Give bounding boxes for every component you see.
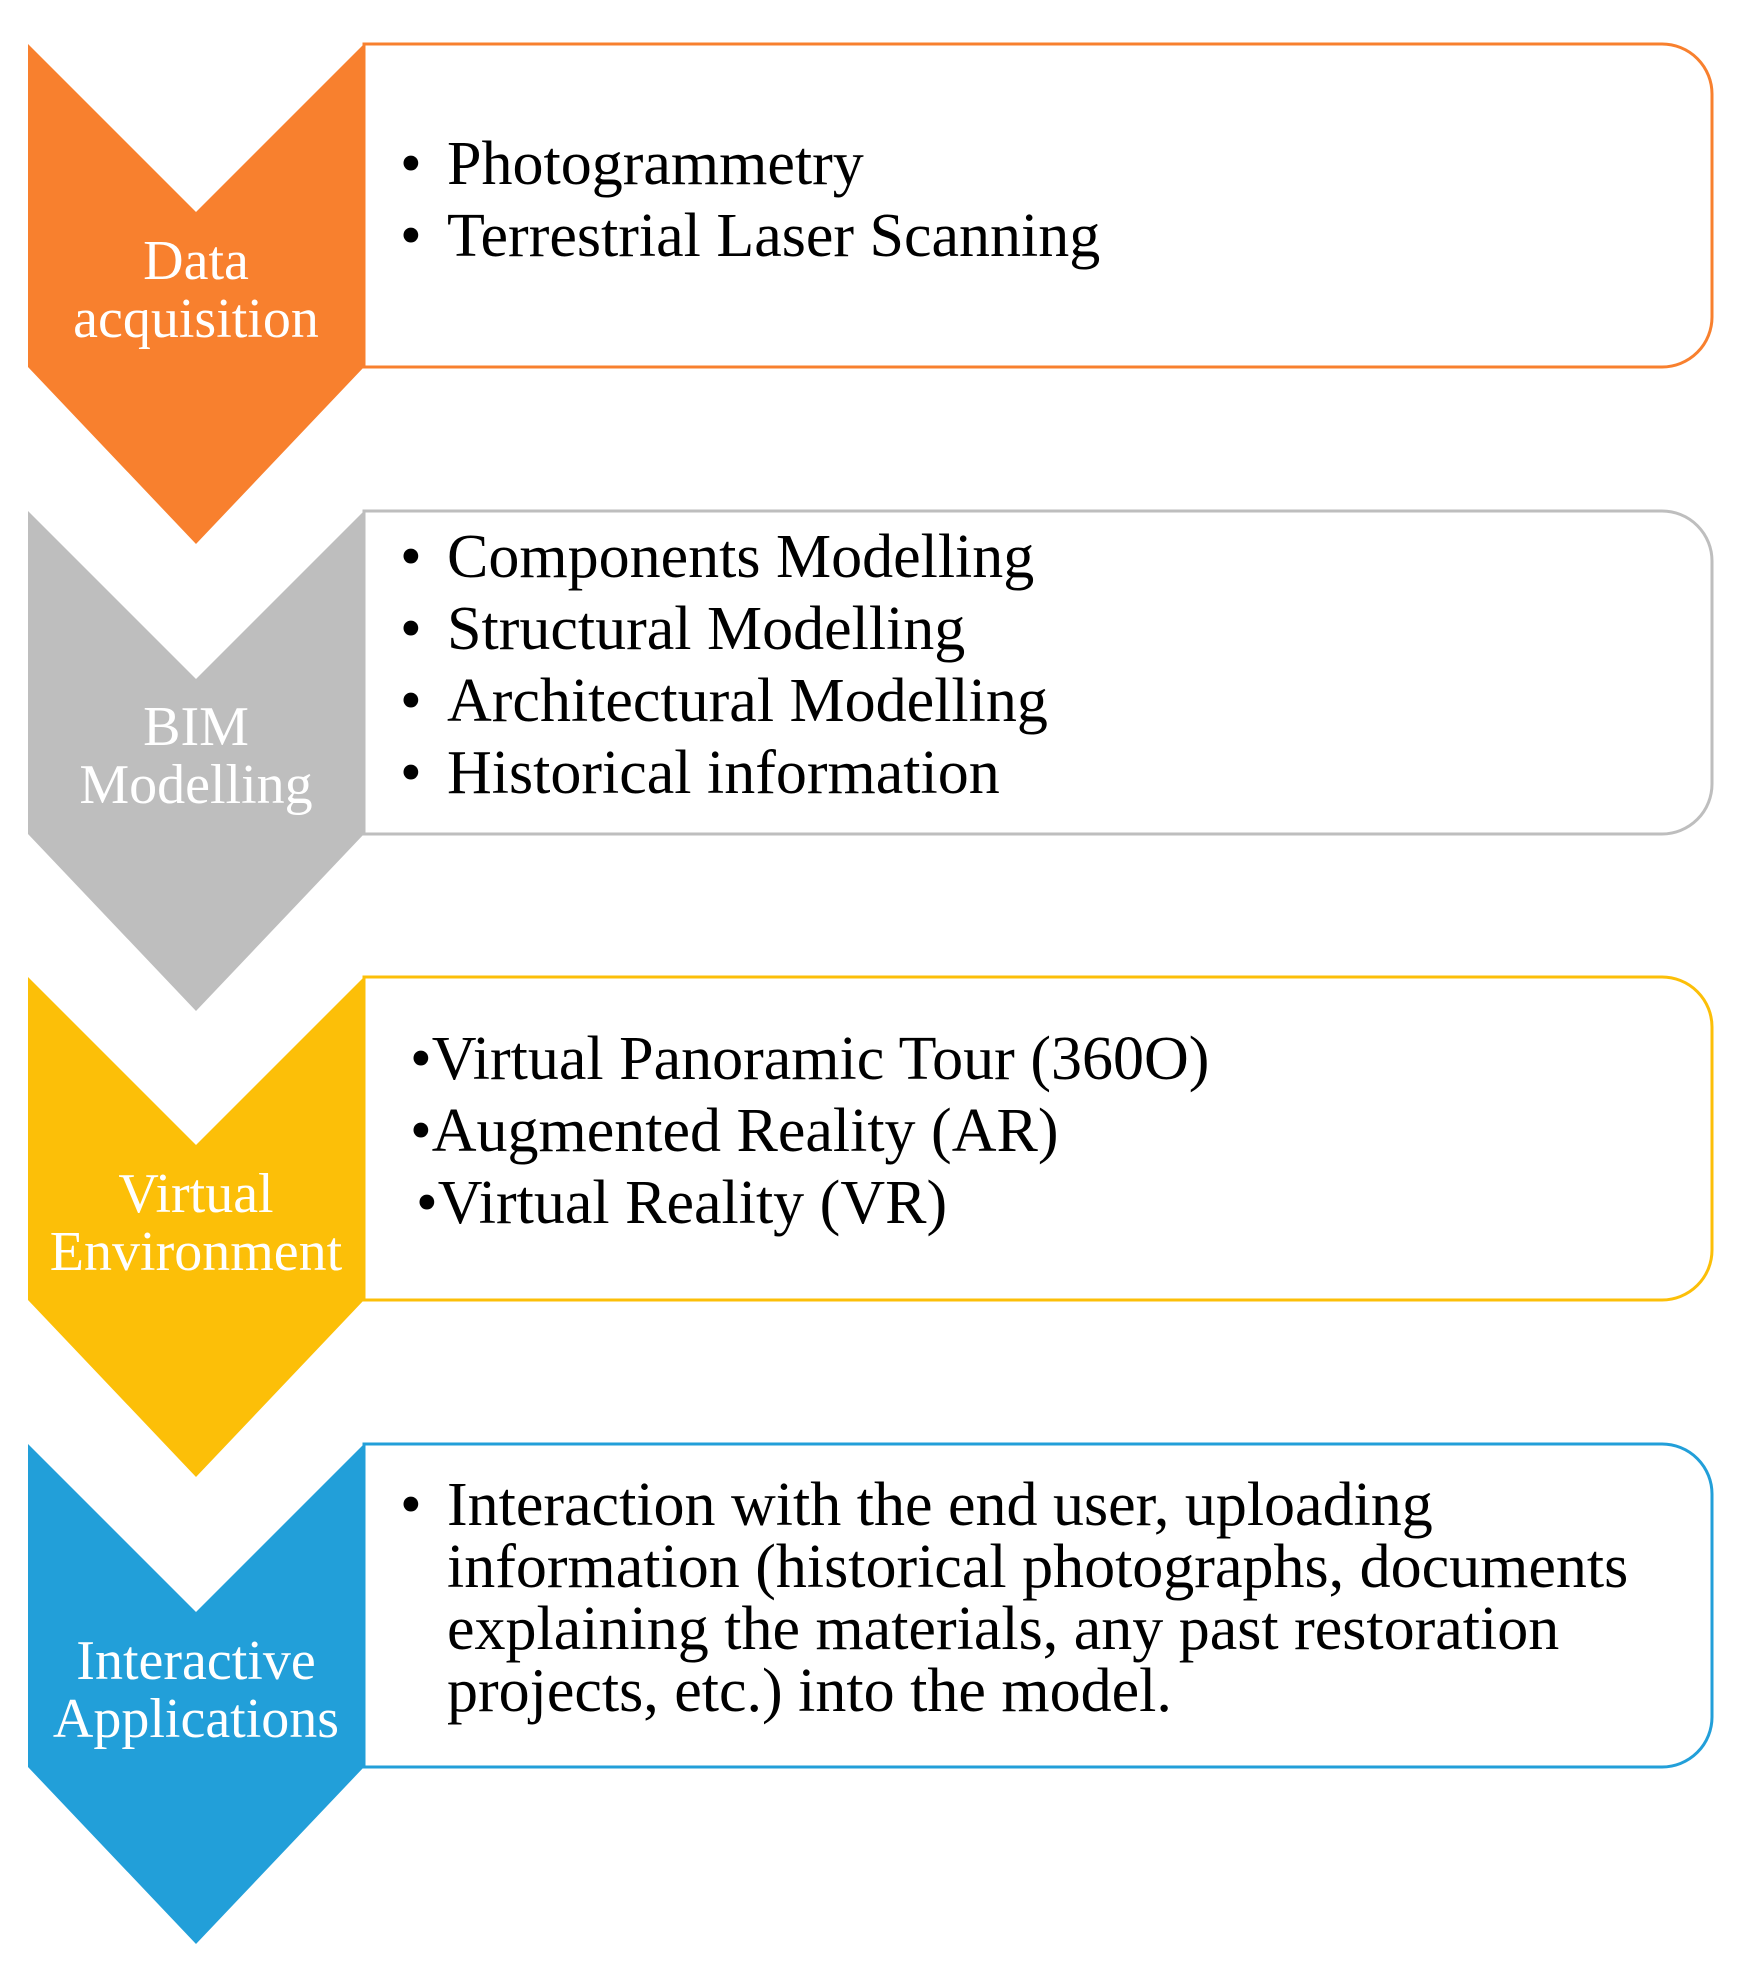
list-item: •Virtual Panoramic Tour (360O) bbox=[410, 1025, 1210, 1093]
stage-4-content-box bbox=[362, 1442, 1714, 1769]
stage-4-label: Interactive Applications bbox=[28, 1632, 364, 1748]
stage-4-label-line-1: Interactive bbox=[76, 1630, 316, 1692]
bullet-icon: • bbox=[400, 739, 422, 807]
stage-1-label-line-1: Data bbox=[143, 230, 249, 292]
bullet-icon: • bbox=[400, 1471, 422, 1539]
stage-2-label-line-1: BIM bbox=[143, 696, 249, 758]
list-item: •Terrestrial Laser Scanning bbox=[400, 202, 1101, 270]
stage-1-label: Data acquisition bbox=[28, 232, 364, 348]
stage-1-list: •Photogrammetry •Terrestrial Laser Scann… bbox=[400, 128, 1100, 272]
stage-3-label: Virtual Environment bbox=[28, 1165, 364, 1281]
bullet-icon: • bbox=[416, 1169, 438, 1237]
list-item: •Architectural Modelling bbox=[400, 667, 1048, 735]
stage-3-chevron bbox=[28, 977, 364, 1477]
stage-3-list: •Virtual Panoramic Tour (360O) •Augmente… bbox=[410, 1023, 1209, 1239]
list-item: •Structural Modelling bbox=[400, 595, 966, 663]
list-item: •Interaction with the end user, uploadin… bbox=[400, 1471, 1629, 1725]
stage-2-content-box bbox=[362, 509, 1714, 836]
stage-4-list: •Interaction with the end user, uploadin… bbox=[400, 1474, 1700, 1722]
stage-2-label: BIM Modelling bbox=[28, 698, 364, 814]
stage-4-chevron bbox=[28, 1444, 364, 1944]
bullet-icon: • bbox=[400, 130, 422, 198]
list-item: •Photogrammetry bbox=[400, 130, 864, 198]
stage-3-label-line-2: Environment bbox=[49, 1221, 343, 1283]
stage-3-content-box bbox=[362, 975, 1714, 1302]
stage-1-content-box bbox=[362, 42, 1714, 369]
stage-2-chevron bbox=[28, 511, 364, 1011]
stage-2-label-line-2: Modelling bbox=[79, 754, 313, 816]
bullet-icon: • bbox=[400, 523, 422, 591]
bullet-icon: • bbox=[410, 1097, 432, 1165]
list-item: •Augmented Reality (AR) bbox=[410, 1097, 1059, 1165]
list-item: •Components Modelling bbox=[400, 523, 1035, 591]
bullet-icon: • bbox=[400, 667, 422, 735]
bullet-icon: • bbox=[410, 1025, 432, 1093]
stage-4-label-line-2: Applications bbox=[52, 1688, 340, 1750]
bullet-icon: • bbox=[400, 202, 422, 270]
bullet-icon: • bbox=[400, 595, 422, 663]
stage-1-chevron bbox=[28, 44, 364, 544]
stage-3-label-line-1: Virtual bbox=[118, 1163, 274, 1225]
stage-1-label-line-2: acquisition bbox=[73, 288, 319, 350]
list-item: •Historical information bbox=[400, 739, 1000, 807]
stage-2-list: •Components Modelling •Structural Modell… bbox=[400, 521, 1048, 809]
list-item: •Virtual Reality (VR) bbox=[416, 1169, 948, 1237]
